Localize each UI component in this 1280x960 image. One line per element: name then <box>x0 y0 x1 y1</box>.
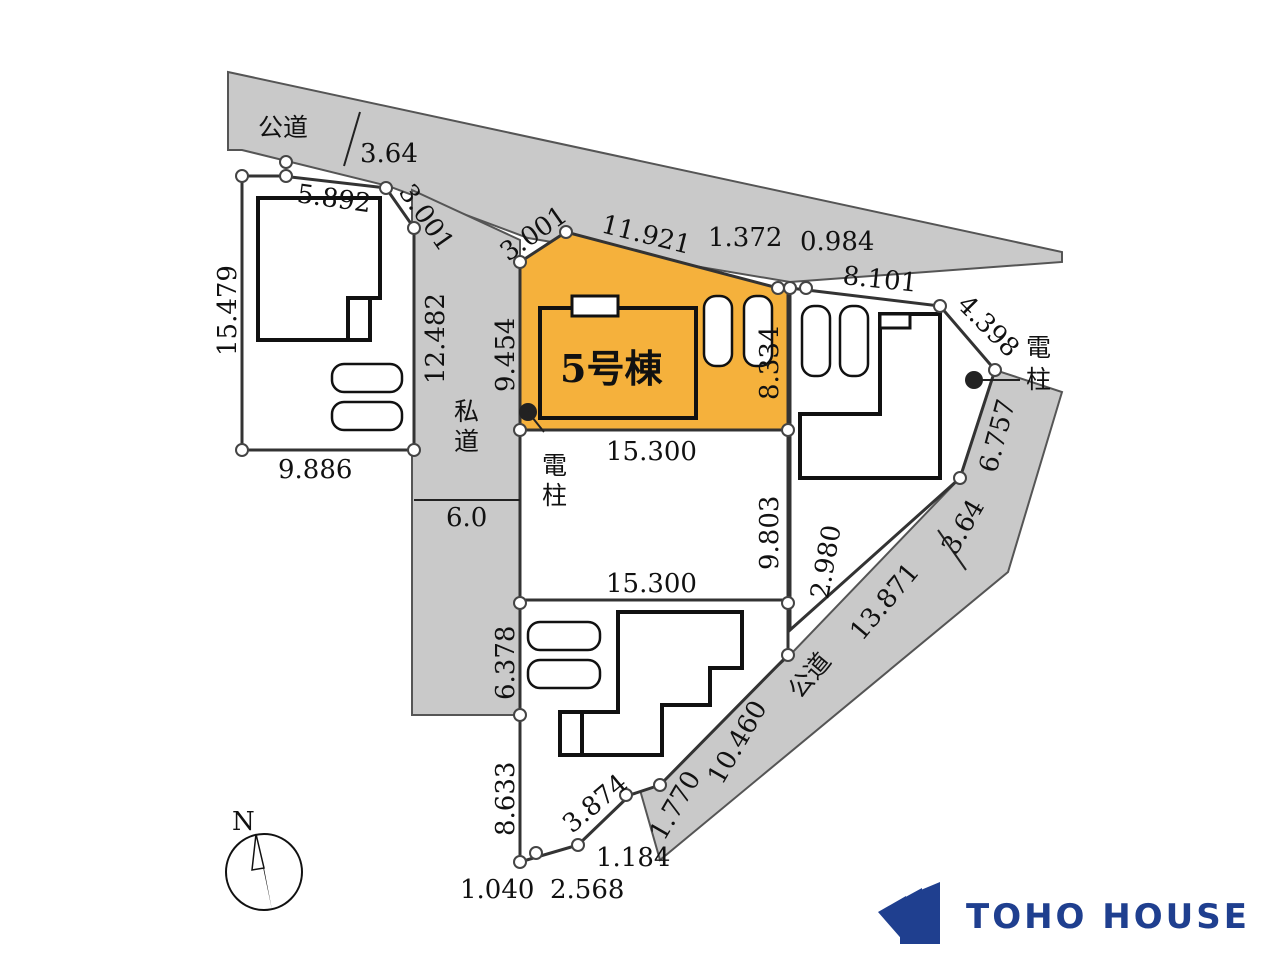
lot-5-porch <box>570 294 620 318</box>
road-width-arrow-right <box>937 529 967 571</box>
dim-left-side: 15.479 <box>213 265 243 356</box>
right-building-porch <box>878 312 912 330</box>
brand-name: TOHO HOUSE <box>966 897 1250 937</box>
dim-mid-top: 15.300 <box>606 437 697 467</box>
left-building-porch <box>346 296 372 342</box>
car-icon <box>330 294 870 690</box>
utility-pole-icon <box>519 371 1020 433</box>
lot-5-label: 5号棟 <box>560 346 663 391</box>
pole-label-left-1: 電 <box>542 451 567 480</box>
pole-label-right-2: 柱 <box>1026 365 1051 394</box>
pole-label-left-2: 柱 <box>542 481 567 510</box>
dim-bottom1: 1.040 <box>460 875 534 905</box>
pole-label-right-1: 電 <box>1026 333 1051 362</box>
lot-5-building <box>538 306 698 420</box>
dim-mid-right: 9.803 <box>755 496 785 570</box>
private-road-label-1: 私 <box>454 397 479 426</box>
north-arrow-icon: N <box>225 807 303 911</box>
dim-left-right: 12.482 <box>421 293 451 384</box>
dim-private-width: 6.0 <box>446 503 487 533</box>
dim-bottom-left2: 8.633 <box>491 762 521 836</box>
dim-bottom-left: 6.378 <box>491 626 521 700</box>
dim-lot-top2: 8.101 <box>841 261 918 299</box>
dim-small2: 1.184 <box>596 843 670 873</box>
north-label: N <box>232 807 255 837</box>
dim-mid-bottom: 15.300 <box>606 569 697 599</box>
dim-lot-top: 0.984 <box>800 227 874 257</box>
right-building <box>798 312 942 480</box>
dim-top-road-width: 3.64 <box>360 139 418 169</box>
bottom-building-porch <box>558 710 584 757</box>
dim-h5-right: 8.334 <box>755 326 785 400</box>
road-width-arrow <box>343 111 361 167</box>
public-road-top <box>227 70 1063 284</box>
right-lot <box>788 286 997 634</box>
public-road-top-label: 公道 <box>258 113 308 142</box>
boundary-points <box>235 155 1002 869</box>
dim-h5-top2: 1.372 <box>708 223 782 253</box>
private-road-label-2: 道 <box>454 427 479 456</box>
toho-house-logo-icon <box>878 882 940 944</box>
dim-left-bottom: 9.886 <box>278 455 352 485</box>
dim-h5-left: 9.454 <box>491 318 521 392</box>
dim-bottom2: 2.568 <box>550 875 624 905</box>
